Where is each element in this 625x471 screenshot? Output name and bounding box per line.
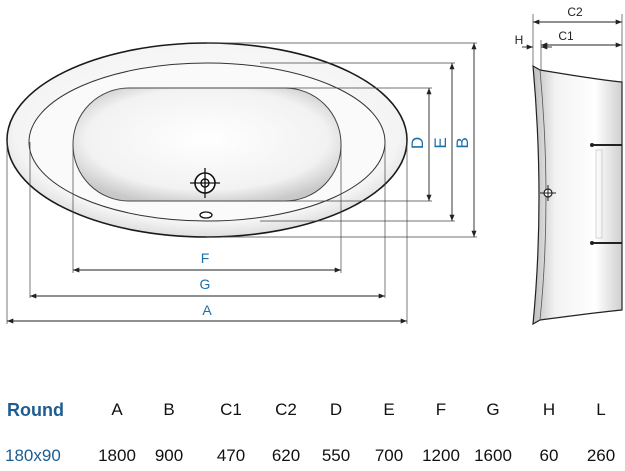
table-value-e: 700: [375, 446, 403, 465]
table-value-c1: 470: [217, 446, 245, 465]
table-value-a: 1800: [98, 446, 136, 465]
dim-label-B: B: [453, 137, 472, 148]
table-header-c1: C1: [220, 400, 242, 419]
dim-label-C2: C2: [567, 5, 583, 19]
table-model-name: Round: [7, 400, 64, 420]
table-model-size: 180x90: [5, 446, 61, 465]
dim-label-A: A: [202, 302, 212, 318]
dim-label-C1: C1: [558, 29, 574, 43]
table-value-c2: 620: [272, 446, 300, 465]
dim-label-F: F: [201, 250, 210, 266]
table-value-g: 1600: [474, 446, 512, 465]
table-header-a: A: [111, 400, 123, 419]
table-header-h: H: [543, 400, 555, 419]
side-view: C2 C1 H: [515, 5, 623, 326]
drain-icon: [190, 168, 220, 198]
table-value-h: 60: [540, 446, 559, 465]
tub-side-profile: [532, 64, 623, 326]
table-header-e: E: [383, 400, 394, 419]
dim-label-H: H: [515, 33, 524, 47]
table-value-f: 1200: [422, 446, 460, 465]
table-value-row: 1800 900 470 620 550 700 1200 1600 60 260: [98, 446, 615, 465]
table-header-g: G: [486, 400, 499, 419]
dim-label-G: G: [200, 276, 211, 292]
top-view: F G A D E B: [6, 42, 477, 324]
dimension-table: Round 180x90 A B C1 C2 D E F G H L 1800 900 470 620 5…: [5, 400, 615, 465]
table-header-row: A B C1 C2 D E F G H L: [111, 400, 605, 419]
table-value-b: 900: [155, 446, 183, 465]
overflow-icon: [199, 211, 213, 219]
side-drain-icon: [540, 185, 556, 201]
table-header-d: D: [330, 400, 342, 419]
table-value-d: 550: [322, 446, 350, 465]
table-header-l: L: [596, 400, 605, 419]
table-header-c2: C2: [275, 400, 297, 419]
dim-label-D: D: [408, 137, 427, 149]
table-header-b: B: [163, 400, 174, 419]
dim-label-E: E: [431, 137, 450, 148]
table-header-f: F: [436, 400, 446, 419]
tub-basin: [72, 87, 342, 202]
table-value-l: 260: [587, 446, 615, 465]
